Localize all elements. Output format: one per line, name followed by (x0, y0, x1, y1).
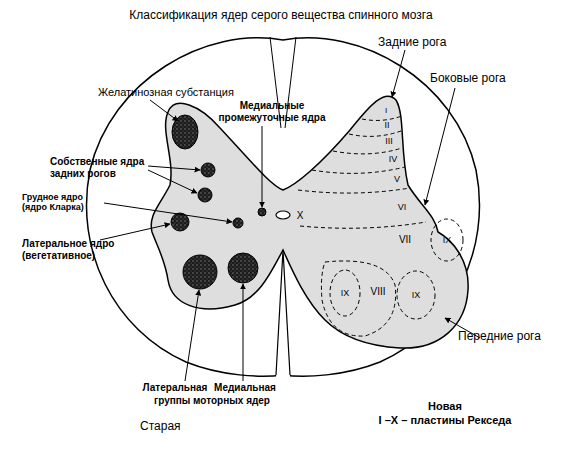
lamina-number: IX (396, 290, 436, 300)
anterior-median-fissure (276, 250, 290, 375)
lamina-boundary (333, 148, 402, 154)
lamina-boundary (362, 116, 402, 120)
leader-line (185, 290, 199, 381)
lamina-number: V (385, 174, 409, 184)
nuclei (171, 115, 266, 289)
anterior-median-fissure-fill (276, 250, 290, 377)
thoracic-nucleus (233, 218, 243, 228)
lamina-oval: IX (329, 269, 361, 317)
lamina-boundary (349, 131, 401, 136)
leader-line (425, 88, 455, 205)
leader-line (148, 166, 200, 170)
substantia-gelatinosa (172, 115, 198, 149)
lamina-boundary (312, 167, 405, 173)
lamina-oval: IX (430, 218, 464, 262)
leader-line (150, 100, 178, 121)
lamina-number: VII (391, 234, 419, 246)
diagram-title: Классификация ядер серого вещества спинн… (0, 8, 562, 22)
proper-nucleus (198, 188, 212, 202)
leader-line (392, 50, 405, 97)
dashed-oval (431, 219, 463, 261)
dashed-oval (330, 270, 360, 316)
structure-label: Желатинозная субстанция (98, 86, 258, 99)
motor-group-label: Латеральная (135, 382, 215, 394)
lamina-boundary (321, 261, 395, 336)
lamina-number: IX (329, 288, 361, 298)
lamina-boundary (300, 222, 426, 228)
lamina-number: IX (430, 235, 464, 245)
lamina-oval: IX (396, 270, 436, 320)
rexed-lamina-boundaries (298, 116, 426, 336)
lamina-number: III (377, 136, 401, 146)
leader-line (148, 170, 197, 193)
classification-label: I –X – пластины Рекседа (365, 414, 525, 427)
leader-line (243, 284, 244, 381)
proper-nucleus (201, 163, 215, 177)
nucleus-label: Латеральное ядро (вегетативное) (22, 238, 128, 261)
medial-motor-nucleus (228, 253, 258, 283)
nucleus-label: Грудное ядро (ядро Кларка) (22, 192, 104, 213)
leader-lines (100, 50, 480, 381)
gray-matter (151, 96, 468, 348)
central-canal (276, 211, 290, 219)
lamina-number: VI (390, 202, 414, 212)
motor-group-label: группы моторных ядер (142, 395, 282, 407)
horn-label: Передние рога (458, 330, 558, 344)
white-matter-outline (86, 38, 479, 376)
lamina-number: II (375, 120, 399, 130)
horn-label: Задние рога (378, 36, 478, 50)
lateral-motor-nucleus (183, 255, 217, 289)
lamina-boundary (298, 188, 410, 193)
leader-line (262, 126, 263, 207)
motor-group-label: Медиальная (205, 382, 285, 394)
medial-intermediate-nucleus (258, 208, 266, 216)
nucleus-label: Медиальные промежуточные ядра (218, 100, 326, 123)
nucleus-label: Собственные ядра задних рогов (50, 156, 150, 179)
leader-line (104, 203, 232, 222)
classification-label: Старая (140, 420, 220, 434)
dashed-oval (397, 271, 435, 319)
horn-label: Боковые рога (430, 72, 540, 86)
lamina-number: I (374, 106, 398, 115)
lamina-number: X (290, 210, 310, 222)
classification-label: Новая (385, 400, 505, 413)
lamina-number: IV (381, 154, 405, 164)
leader-line (100, 224, 170, 240)
lamina-number: VIII (362, 286, 394, 298)
